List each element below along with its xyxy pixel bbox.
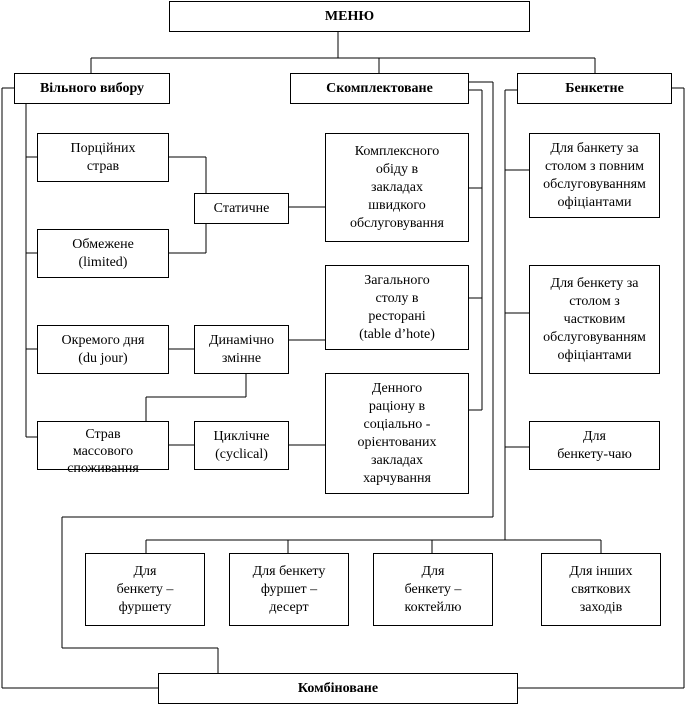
category-complete: Скомплектоване (290, 73, 469, 104)
free-choice-du-jour: Окремого дня (du jour) (37, 325, 169, 374)
complete-fast-food-lunch: Комплексного обіду в закладах швидкого о… (325, 133, 469, 242)
complete-daily-ration: Денного раціону в соціально - орієнтован… (325, 373, 469, 494)
category-combined: Комбіноване (158, 673, 518, 704)
free-choice-portion-dishes: Порційних страв (37, 133, 169, 182)
banquet-partial-service: Для бенкету за столом з частковим обслуг… (529, 265, 660, 374)
type-dynamic: Динамічно змінне (194, 325, 289, 374)
banquet-cocktail: Для бенкету – коктейлю (373, 553, 493, 626)
category-free-choice: Вільного вибору (14, 73, 170, 104)
other-festive-events: Для інших святкових заходів (541, 553, 661, 626)
type-cyclical: Циклічне (cyclical) (194, 421, 289, 470)
free-choice-mass-consumption: Страв массового споживання (37, 421, 169, 476)
type-static: Статичне (194, 193, 289, 224)
category-banquet: Бенкетне (517, 73, 672, 104)
free-choice-limited: Обмежене (limited) (37, 229, 169, 278)
menu-root-node: МЕНЮ (169, 1, 530, 32)
banquet-full-service: Для банкету за столом з повним обслугову… (529, 133, 660, 218)
banquet-tea: Для бенкету-чаю (529, 421, 660, 470)
complete-table-dhote: Загального столу в ресторані (table d’ho… (325, 265, 469, 350)
banquet-buffet-dessert: Для бенкету фуршет – десерт (229, 553, 349, 626)
banquet-buffet: Для бенкету – фуршету (85, 553, 205, 626)
